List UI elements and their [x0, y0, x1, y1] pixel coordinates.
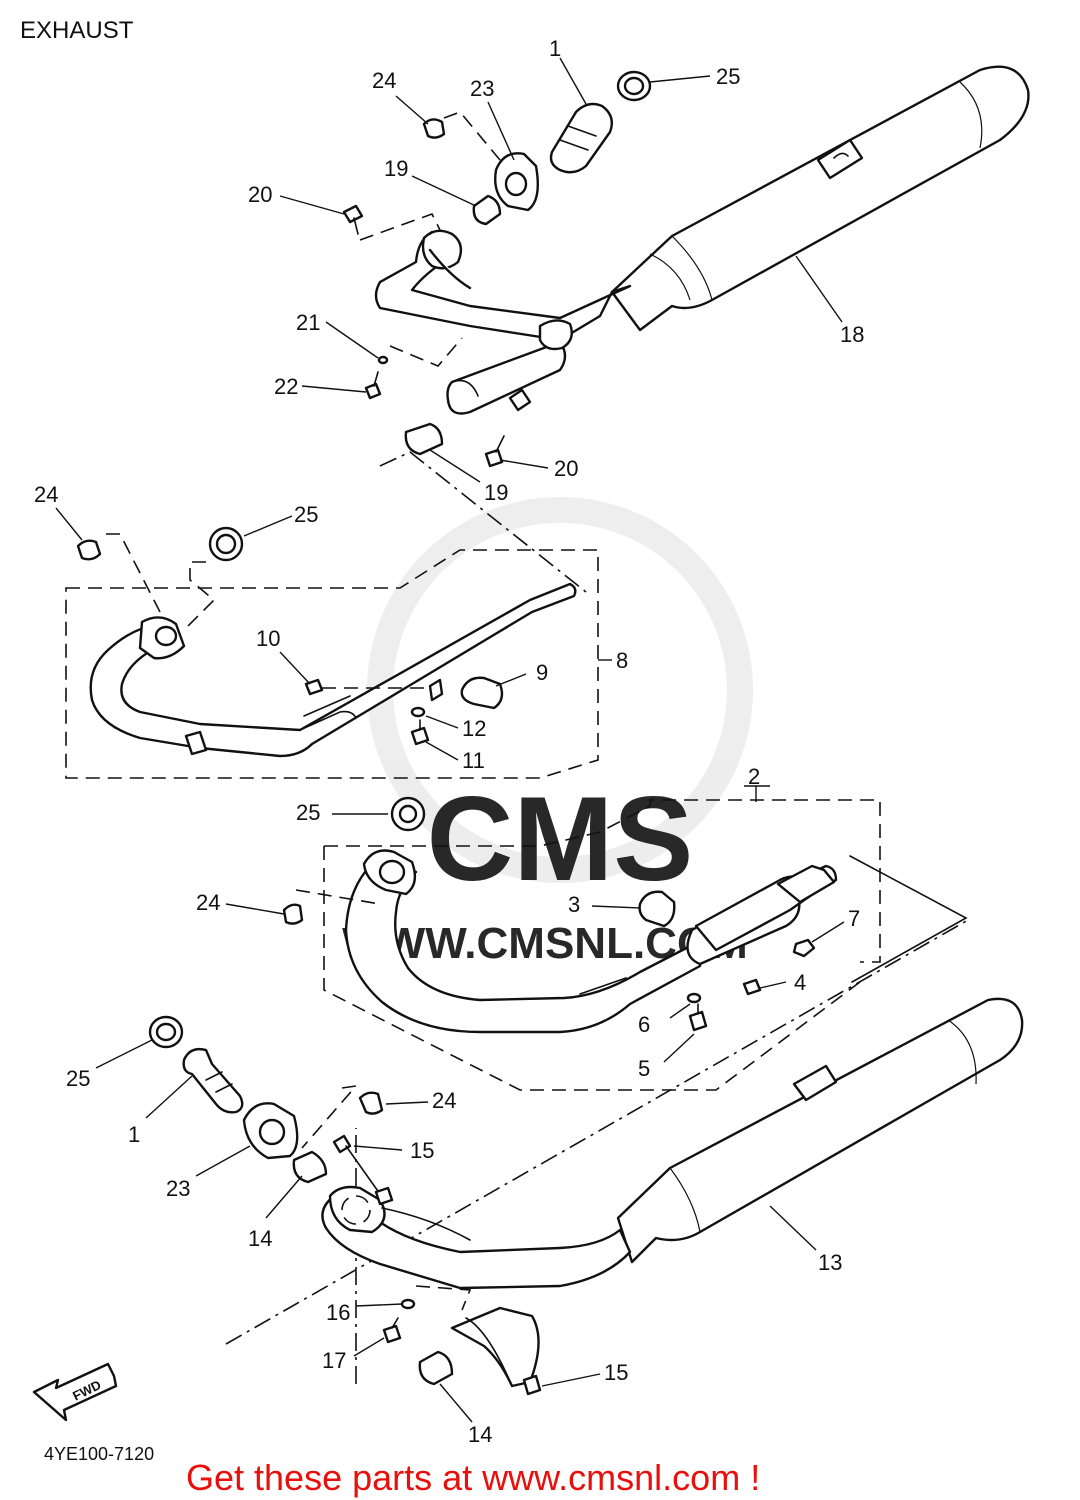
callout-19: 19	[484, 480, 508, 505]
page-title: EXHAUST	[20, 17, 134, 44]
callout-22: 22	[274, 374, 298, 399]
callout-7: 7	[848, 906, 860, 931]
cta-link[interactable]: Get these parts at www.cmsnl.com !	[186, 1457, 760, 1498]
top-small-parts	[342, 70, 652, 468]
callout-24: 24	[34, 482, 58, 507]
callout-24: 24	[196, 890, 220, 915]
callout-8: 8	[616, 648, 628, 673]
cms-watermark: CMS WWW.CMSNL.COM	[342, 497, 753, 968]
rear-muffler-assembly-top	[359, 65, 1030, 415]
callout-2: 2	[748, 764, 760, 789]
callout-3: 3	[568, 892, 580, 917]
leader-lines	[55, 57, 845, 1423]
forward-direction-arrow: FWD	[32, 1362, 118, 1422]
callout-25: 25	[294, 502, 318, 527]
callout-labels: 1 25 24 23 19 20 18 21 22 19 20 24 25 10…	[34, 36, 864, 1447]
diagram-code: 4YE100-7120	[44, 1444, 154, 1464]
svg-text:CMS: CMS	[427, 772, 694, 906]
callout-15: 15	[604, 1360, 628, 1385]
callout-23: 23	[166, 1176, 190, 1201]
callout-14: 14	[468, 1422, 492, 1447]
callout-17: 17	[322, 1348, 346, 1373]
callout-20: 20	[554, 456, 578, 481]
callout-9: 9	[536, 660, 548, 685]
callout-10: 10	[256, 626, 280, 651]
front-muffler-assembly-bottom	[148, 919, 1024, 1396]
callout-25: 25	[66, 1066, 90, 1091]
callout-11: 11	[462, 748, 485, 773]
callout-25: 25	[716, 64, 740, 89]
left-exhaust-assembly-8	[65, 526, 612, 779]
callout-15: 15	[410, 1138, 434, 1163]
callout-5: 5	[638, 1056, 650, 1081]
callout-1: 1	[549, 36, 561, 61]
callout-24: 24	[372, 68, 396, 93]
callout-16: 16	[326, 1300, 350, 1325]
callout-14: 14	[248, 1226, 272, 1251]
callout-21: 21	[296, 310, 320, 335]
callout-23: 23	[470, 76, 494, 101]
callout-18: 18	[840, 322, 864, 347]
callout-12: 12	[462, 716, 486, 741]
callout-4: 4	[794, 970, 806, 995]
callout-20: 20	[248, 182, 272, 207]
callout-6: 6	[638, 1012, 650, 1037]
callout-13: 13	[818, 1250, 842, 1275]
callout-24: 24	[432, 1088, 456, 1113]
right-exhaust-assembly-2	[282, 785, 968, 1091]
callout-19: 19	[384, 156, 408, 181]
callout-1: 1	[128, 1122, 140, 1147]
callout-25: 25	[296, 800, 320, 825]
